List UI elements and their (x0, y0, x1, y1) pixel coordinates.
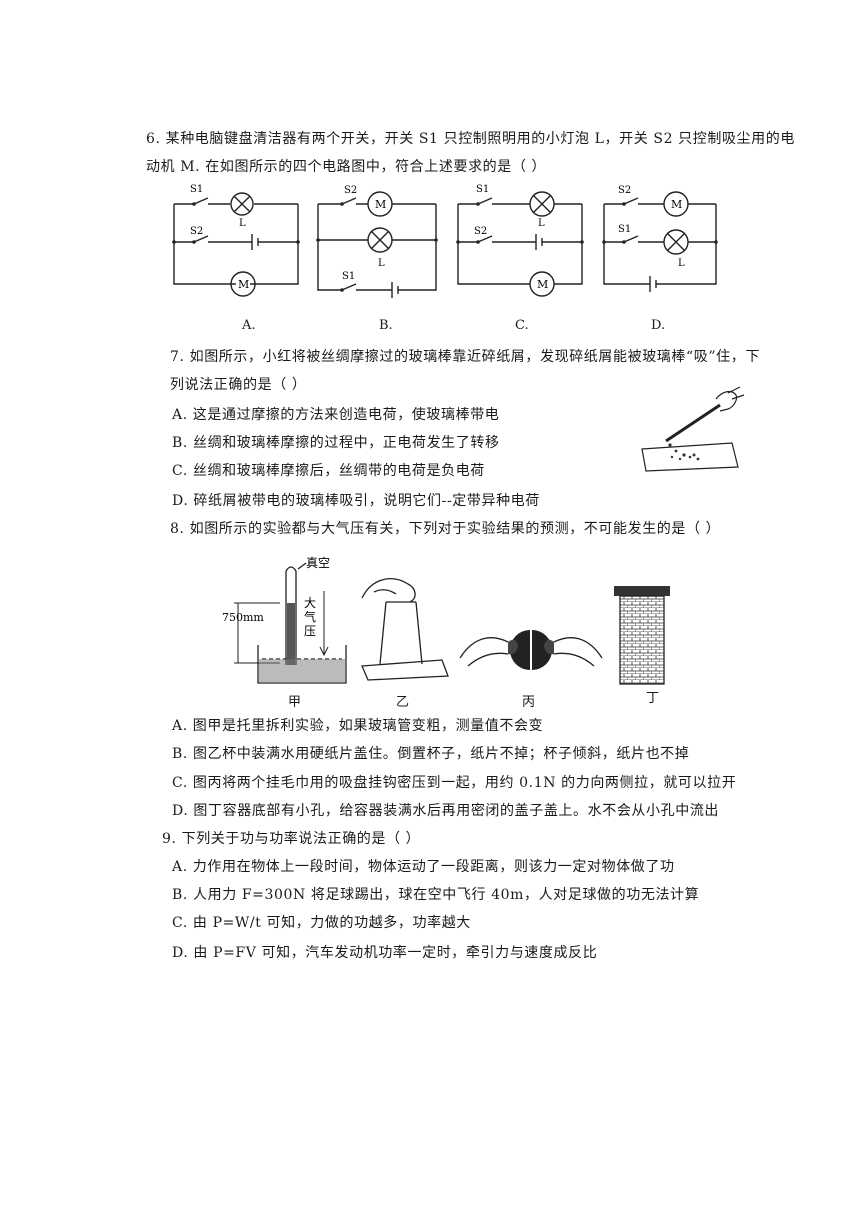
circuit-b: S2 M L S1 (316, 185, 438, 298)
circuit-a-option-label: A. (242, 318, 256, 333)
circuit-d-option-label: D. (651, 318, 666, 333)
q9-option-a: A. 力作用在物体上一段时间，物体运动了一段距离，则该力一定对物体做了功 (172, 859, 675, 875)
pressure-char-1: 大 (304, 596, 316, 610)
fig-label-bing: 丙 (522, 695, 536, 710)
suction-cups-figure (459, 630, 603, 670)
q8-option-a: A. 图甲是托里拆利实验，如果玻璃管变粗，测量值不会变 (172, 718, 544, 734)
torricelli-height-label: 750mm (222, 611, 264, 624)
pressure-char-2: 气 (304, 609, 316, 624)
circuit-b-option-label: B. (379, 318, 393, 333)
circuit-c-s1-label: S1 (476, 184, 489, 195)
circuit-c: S1 S2 L M (456, 184, 584, 297)
fig-label-jia: 甲 (288, 695, 302, 710)
glass-rod-paper-figure (641, 386, 745, 472)
sealed-container-figure (614, 586, 670, 685)
q8-option-b: B. 图乙杯中装满水用硬纸片盖住。倒置杯子，纸片不掉；杯子倾斜，纸片也不掉 (172, 746, 690, 762)
circuit-c-s2-label: S2 (474, 226, 487, 237)
circuit-b-s1-label: S1 (342, 271, 355, 282)
circuit-d: S2 S1 M L (602, 185, 718, 292)
torricelli-figure: 真空 750mm 大 气 压 (222, 556, 347, 684)
q6-stem-line1: 6. 某种电脑键盘清洁器有两个开关，开关 S1 只控制照明用的小灯泡 L，开关 … (146, 131, 795, 147)
q7-stem-line2: 列说法正确的是（ ） (170, 377, 307, 393)
circuit-a-motor-label: M (238, 278, 249, 291)
q8-option-c: C. 图丙将两个挂毛巾用的吸盘挂钩密压到一起，用约 0.1N 的力向两侧拉，就可… (172, 775, 737, 791)
q7-stem-line1: 7. 如图所示，小红将被丝绸摩擦过的玻璃棒靠近碎纸屑，发现碎纸屑能被玻璃棒“吸”… (170, 349, 760, 365)
q7-option-b: B. 丝绸和玻璃棒摩擦的过程中，正电荷发生了转移 (172, 435, 500, 451)
circuit-c-option-label: C. (515, 318, 529, 333)
circuit-d-motor-label: M (671, 198, 682, 211)
circuit-a-s2-label: S2 (190, 226, 203, 237)
q8-stem-line1: 8. 如图所示的实验都与大气压有关，下列对于实验结果的预测，不可能发生的是（ ） (170, 521, 721, 537)
circuit-d-s2-label: S2 (618, 185, 631, 196)
circuit-a-s1-label: S1 (190, 184, 203, 195)
fig-label-yi: 乙 (396, 695, 410, 710)
inverted-cup-figure (361, 578, 449, 681)
q9-option-d: D. 由 P=FV 可知，汽车发动机功率一定时，牵引力与速度成反比 (172, 945, 598, 961)
circuit-a: S1 S2 L M (172, 184, 300, 297)
circuit-c-lamp-label: L (538, 218, 545, 229)
pressure-char-3: 压 (304, 624, 316, 638)
circuit-b-lamp-label: L (378, 258, 385, 269)
circuit-b-s2-label: S2 (344, 185, 357, 196)
circuit-b-motor-label: M (375, 198, 386, 211)
q7-option-c: C. 丝绸和玻璃棒摩擦后，丝绸带的电荷是负电荷 (172, 463, 485, 479)
fig-label-ding: 丁 (646, 691, 660, 706)
q6-stem-line2: 动机 M. 在如图所示的四个电路图中，符合上述要求的是（ ） (146, 159, 547, 175)
circuit-a-lamp-label: L (239, 218, 246, 229)
q9-option-c: C. 由 P=W/t 可知，力做的功越多，功率越大 (172, 915, 471, 931)
q8-option-d: D. 图丁容器底部有小孔，给容器装满水后再用密闭的盖子盖上。水不会从小孔中流出 (172, 803, 720, 819)
q7-option-d: D. 碎纸屑被带电的玻璃棒吸引，说明它们--定带异种电荷 (172, 493, 540, 509)
q9-stem-line1: 9. 下列关于功与功率说法正确的是（ ） (162, 831, 421, 847)
q9-option-b: B. 人用力 F=300N 将足球踢出，球在空中飞行 40m，人对足球做的功无法… (172, 887, 700, 903)
circuit-c-motor-label: M (537, 278, 548, 291)
q7-option-a: A. 这是通过摩擦的方法来创造电荷，使玻璃棒带电 (172, 407, 500, 423)
torricelli-vacuum-label: 真空 (306, 556, 330, 570)
circuit-d-lamp-label: L (678, 258, 685, 269)
circuit-d-s1-label: S1 (618, 224, 631, 235)
